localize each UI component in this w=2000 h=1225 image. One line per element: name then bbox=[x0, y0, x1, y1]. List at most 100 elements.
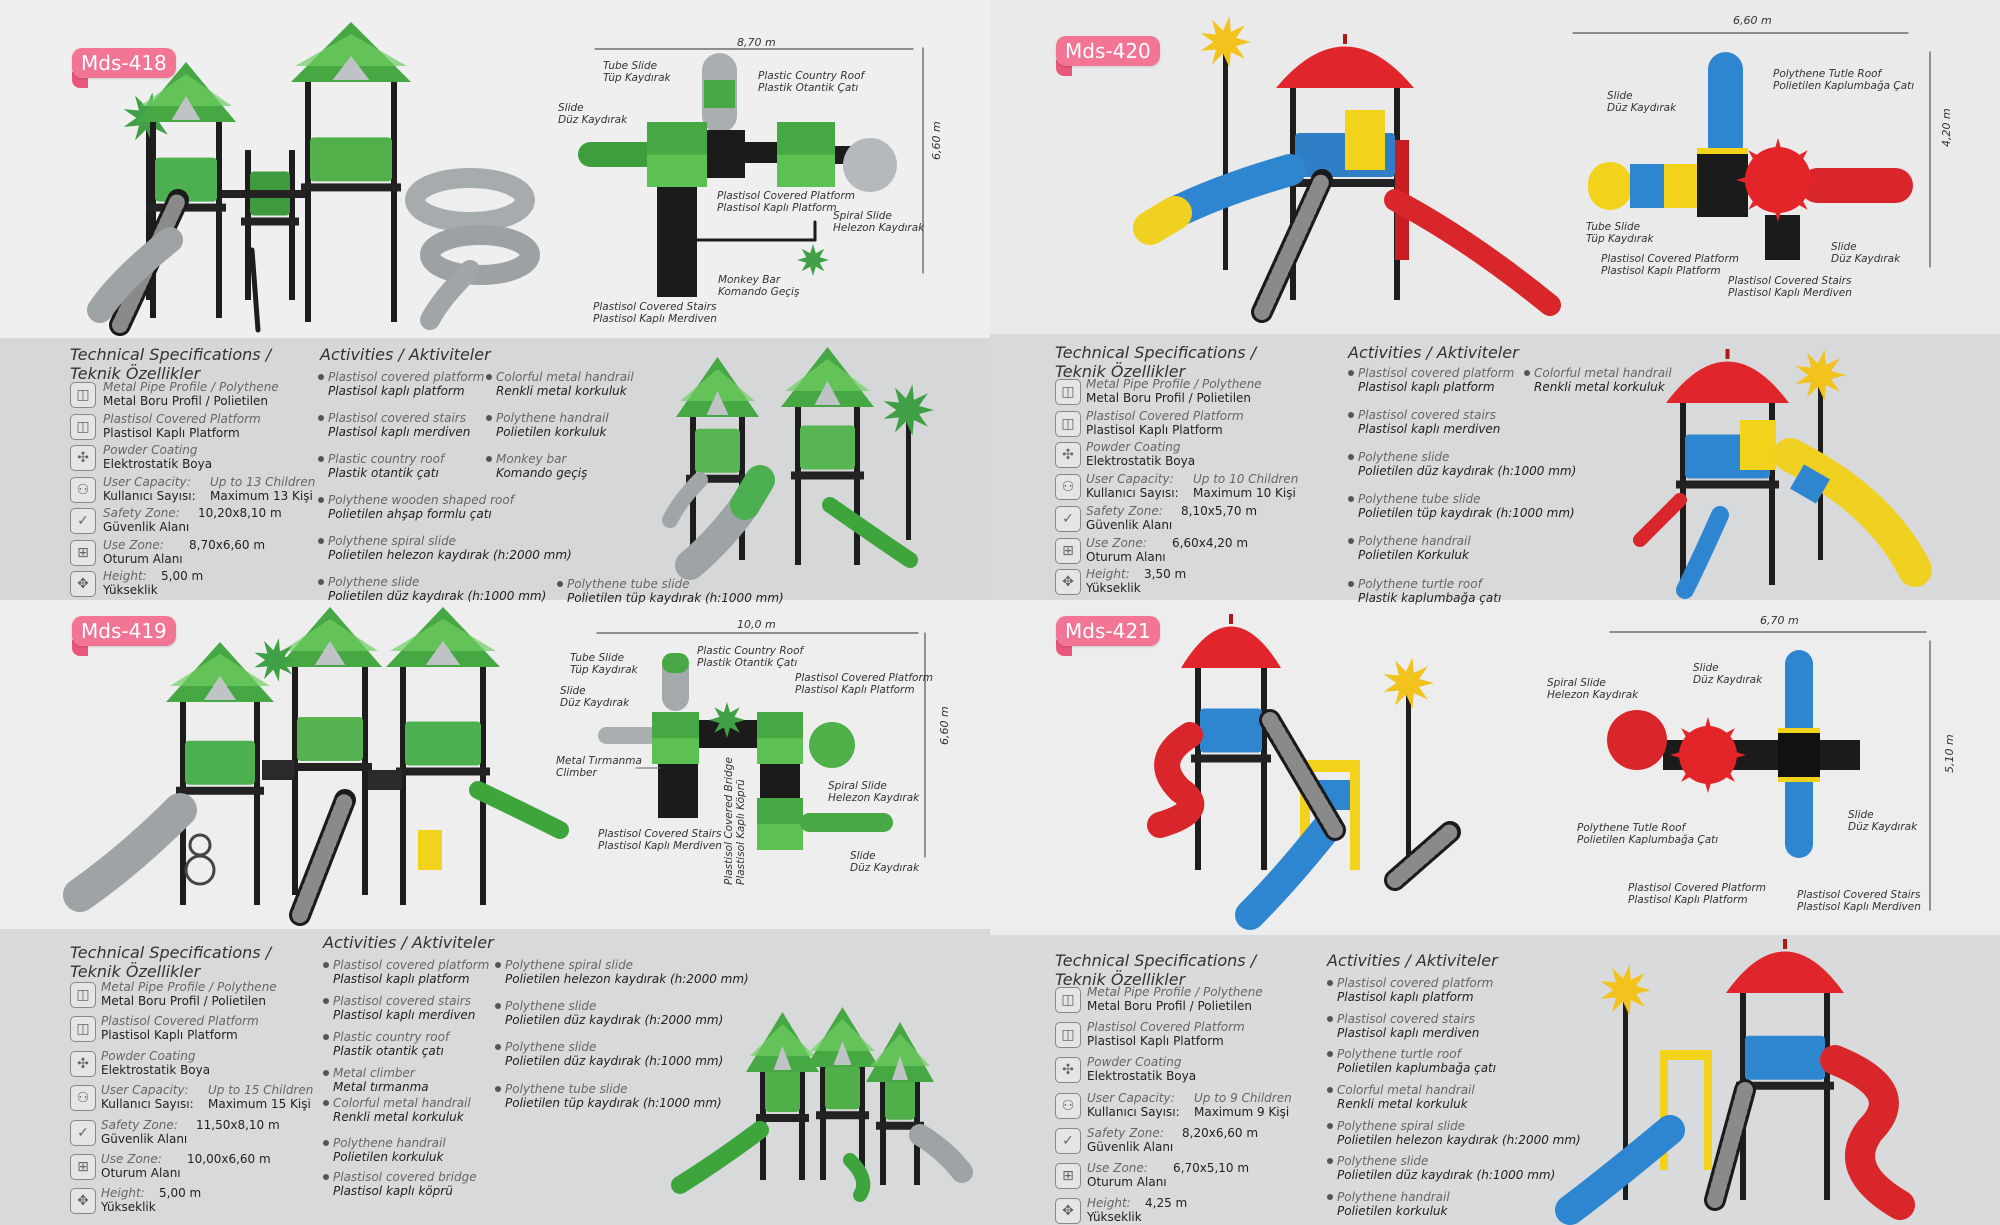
spec-label-tr: Kullanıcı Sayısı: bbox=[101, 1097, 194, 1111]
bullet-icon bbox=[318, 374, 324, 380]
spiral-slide bbox=[405, 168, 535, 232]
spec-label-en: Powder Coating bbox=[1087, 1055, 1182, 1069]
platform bbox=[1736, 1081, 1834, 1090]
spec-label-en: Metal Pipe Profile / Polythene bbox=[1086, 377, 1262, 391]
diagram-label-tr: Düz Kaydırak bbox=[1607, 102, 1677, 114]
activity-en: Plastisol covered stairs bbox=[333, 994, 471, 1008]
diagram-label-en: Tube Slide bbox=[603, 60, 658, 72]
capacity-value-en: Up to 9 Children bbox=[1194, 1091, 1292, 1105]
bridge bbox=[222, 190, 305, 198]
diagram-label-en: Plastisol Covered Platform bbox=[1601, 253, 1740, 265]
activities-title: Activities / Aktiviteler bbox=[320, 345, 491, 364]
bullet-icon bbox=[323, 962, 329, 968]
diagram-label-en: Slide bbox=[1831, 241, 1857, 253]
roof-gable bbox=[314, 641, 346, 665]
side-panel bbox=[765, 1068, 800, 1112]
activity-en: Polythene turtle roof bbox=[1358, 577, 1482, 591]
spec-title-tr: Teknik Özellikler bbox=[1055, 362, 1186, 381]
yellow-frame bbox=[1350, 760, 1360, 870]
user-capacity-icon: ⚇ bbox=[1055, 1093, 1081, 1119]
post bbox=[795, 395, 801, 565]
diagram-label-en: Slide bbox=[560, 685, 586, 697]
activity-en: Plastisol covered platform bbox=[1337, 976, 1494, 990]
spec-label-en: User Capacity: bbox=[101, 1083, 189, 1097]
diagram-label-en: Slide bbox=[1607, 90, 1633, 102]
spec-title-tr: Teknik Özellikler bbox=[1055, 970, 1186, 989]
diagram-label-tr: Plastisol Kaplı Platform bbox=[1601, 265, 1721, 277]
spec-label-en: User Capacity: bbox=[1087, 1091, 1175, 1105]
platform-icon: ◫ bbox=[70, 414, 96, 440]
activity-en: Polythene slide bbox=[505, 1040, 597, 1054]
post bbox=[480, 655, 486, 905]
bullet-icon bbox=[318, 579, 324, 585]
spec-label-tr: Metal Boru Profil / Polietilen bbox=[103, 394, 269, 408]
spec-title-tr: Teknik Özellikler bbox=[70, 364, 201, 383]
diagram-label-tr: Helezon Kaydırak bbox=[828, 792, 920, 804]
activity-tr: Polietilen ahşap formlu çatı bbox=[328, 507, 492, 521]
bridge bbox=[368, 770, 402, 790]
spec-label-tr: Plastisol Kaplı Platform bbox=[1087, 1034, 1224, 1048]
spec-label-tr: Oturum Alanı bbox=[101, 1166, 181, 1180]
spec-label-tr: Yükseklik bbox=[1086, 581, 1141, 595]
spec-label-tr: Kullanıcı Sayısı: bbox=[1087, 1105, 1180, 1119]
sun-decoration bbox=[1600, 964, 1651, 1016]
roof-shingle bbox=[785, 359, 870, 391]
activity-tr: Polietilen düz kaydırak (h:2000 mm) bbox=[505, 1013, 724, 1027]
bullet-icon bbox=[1348, 538, 1354, 544]
metal-climber bbox=[184, 854, 216, 886]
activity-en: Polythene tube slide bbox=[567, 577, 690, 591]
spec-label-en: Plastisol Covered Platform bbox=[1086, 409, 1244, 423]
roof-tip bbox=[1229, 614, 1233, 624]
slide bbox=[1555, 1115, 1685, 1225]
diagram-label-en: Polythene Tutle Roof bbox=[1773, 68, 1882, 80]
activity-en: Polythene slide bbox=[1337, 1154, 1429, 1168]
activity-tr: Polietilen tüp kaydırak (h:1000 mm) bbox=[567, 591, 784, 605]
tube-slide bbox=[909, 1124, 973, 1183]
spec-label-en: Use Zone: bbox=[1087, 1161, 1148, 1175]
platform bbox=[176, 786, 264, 795]
activity-tr: Plastisol kaplı platform bbox=[1358, 380, 1495, 394]
spec-label-en: Height: bbox=[103, 569, 147, 583]
stair-steps bbox=[1262, 712, 1343, 838]
roof-shingle bbox=[295, 34, 407, 66]
diagram-label-en: Tube Slide bbox=[1586, 221, 1641, 233]
diagram-label-tr: Plastisol Kaplı Merdiven bbox=[1728, 287, 1852, 299]
slide bbox=[469, 781, 569, 839]
diagram-label-tr: Plastisol Kaplı Köprü bbox=[735, 779, 747, 885]
roof-shingle bbox=[870, 1034, 930, 1066]
use-zone-icon: ⊞ bbox=[70, 1154, 96, 1180]
sun-decoration bbox=[1383, 657, 1434, 709]
activity-en: Plastic country roof bbox=[328, 452, 445, 466]
spec-label-tr: Kullanıcı Sayısı: bbox=[103, 489, 196, 503]
roof-half bbox=[757, 738, 803, 764]
diagram-label-tr: Komando Geçiş bbox=[718, 286, 800, 298]
diagram-label-en: Plastisol Covered Stairs bbox=[598, 828, 722, 840]
sun-decoration bbox=[1200, 16, 1251, 68]
bullet-icon bbox=[318, 497, 324, 503]
spec-title: Technical Specifications / bbox=[1055, 343, 1257, 362]
side-panel bbox=[825, 1065, 860, 1110]
activity-en: Plastisol covered stairs bbox=[328, 411, 466, 425]
depth-dimension: 6,60 m bbox=[930, 121, 943, 160]
slide bbox=[1633, 493, 1687, 547]
roof-shingle bbox=[750, 1024, 815, 1056]
activity-tr: Komando geçiş bbox=[496, 466, 588, 480]
diagram-label-en: Spiral Slide bbox=[828, 780, 887, 792]
height-value: 5,00 m bbox=[161, 569, 204, 583]
palm-tree-top bbox=[797, 244, 829, 276]
activity-en: Plastisol covered bridge bbox=[333, 1170, 477, 1184]
bullet-icon bbox=[1327, 1158, 1333, 1164]
activity-tr: Polietilen korkuluk bbox=[333, 1150, 444, 1164]
diagram-label-en: Plastisol Covered Stairs bbox=[1728, 275, 1852, 287]
diagram-label-en: Plastic Country Roof bbox=[758, 70, 865, 82]
yellow-frame bbox=[1704, 1050, 1712, 1170]
